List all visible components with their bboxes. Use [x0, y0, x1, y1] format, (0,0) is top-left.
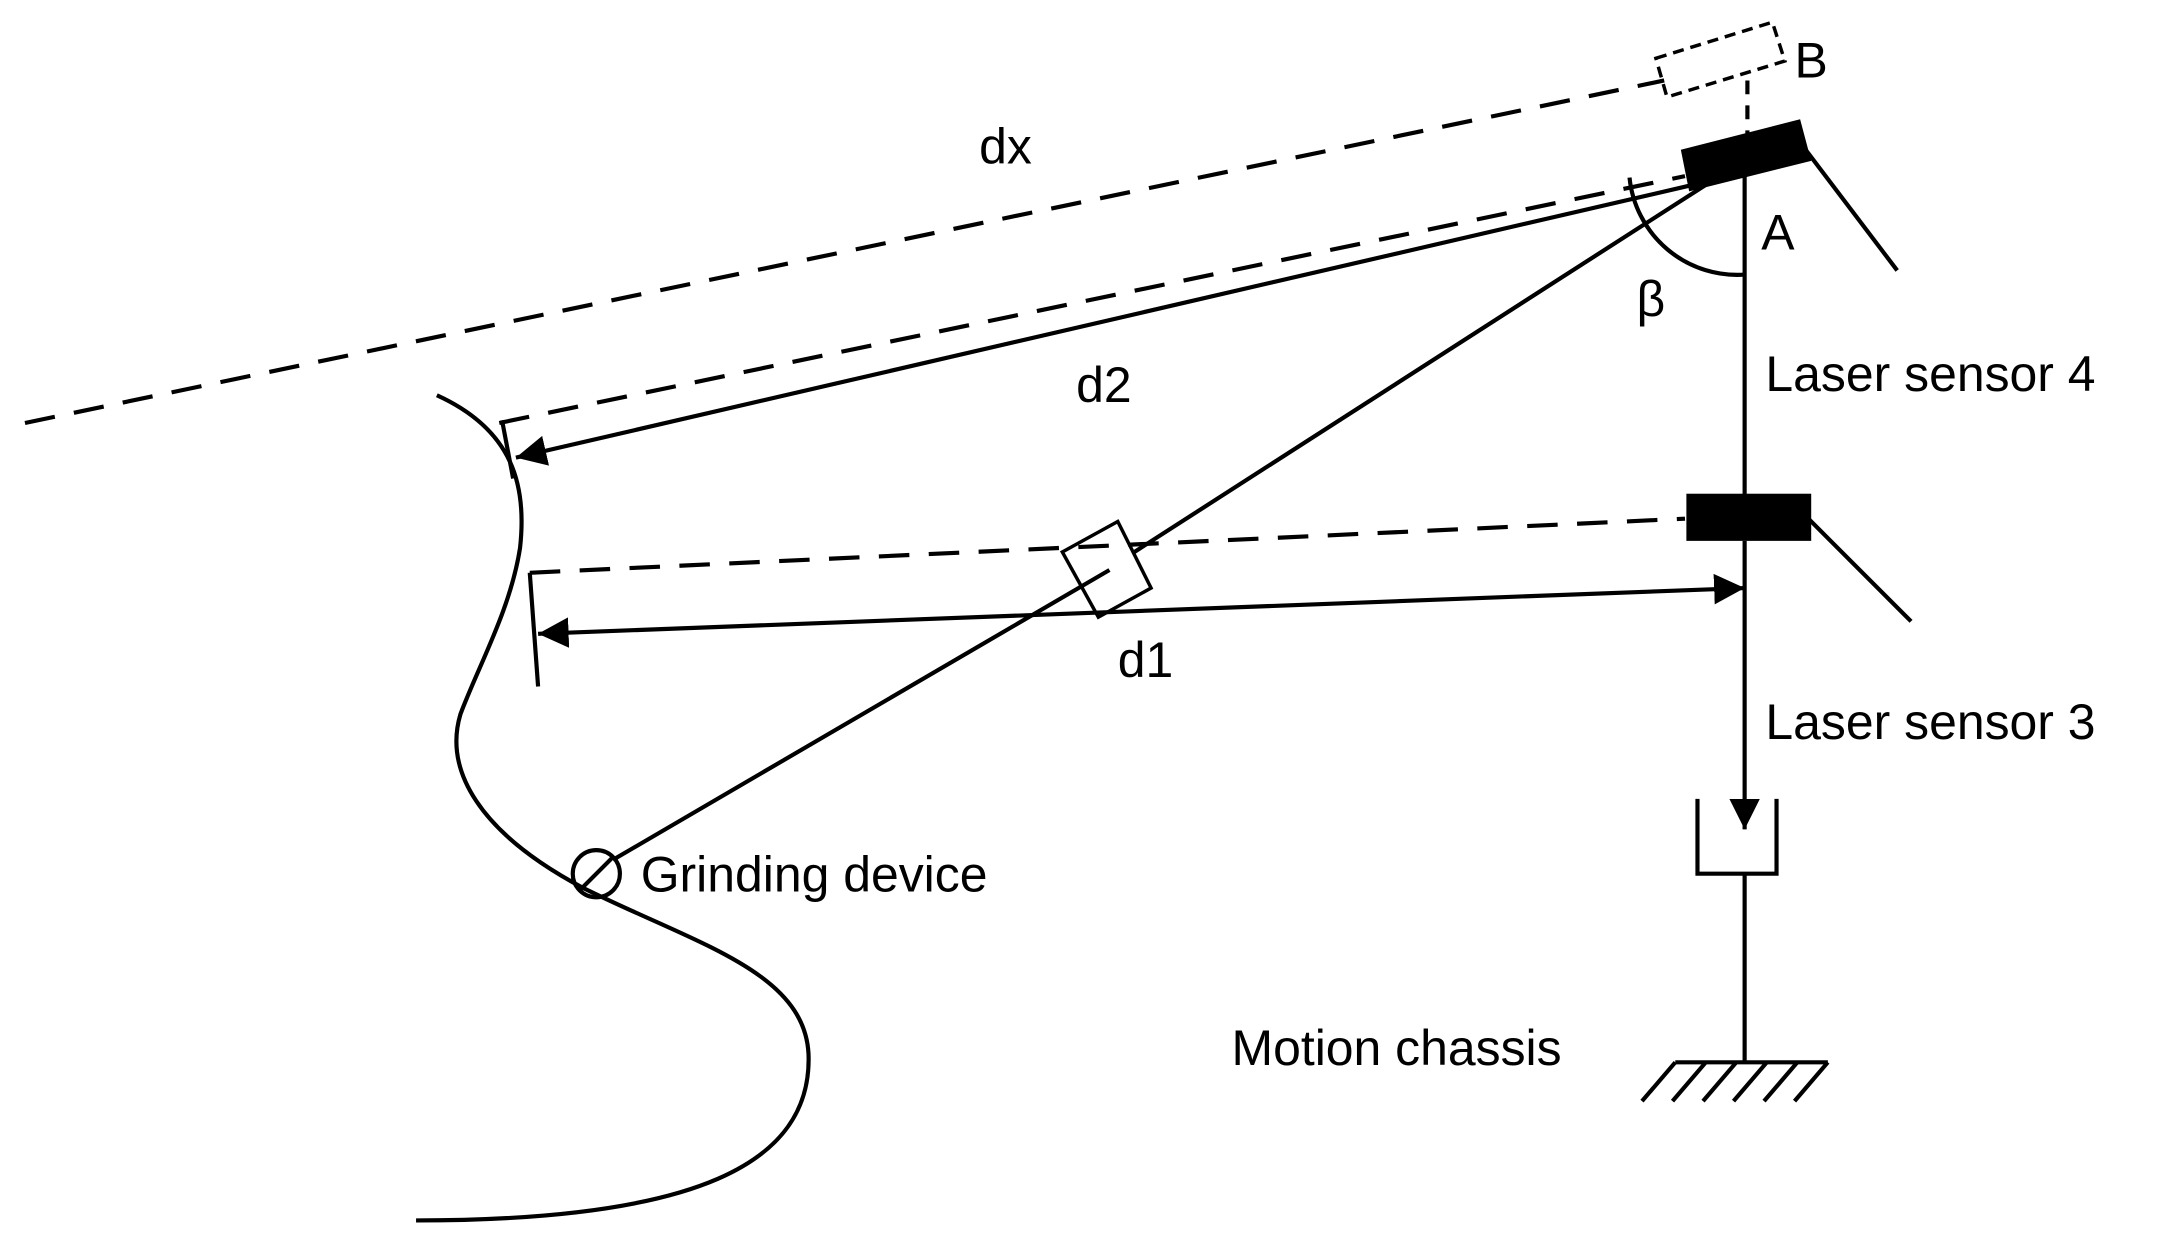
beta-angle-arc [1627, 177, 1745, 277]
label-dx: dx [979, 119, 1032, 175]
label-d2: d2 [1076, 357, 1132, 413]
d2-end-tick [499, 419, 516, 479]
cylinder-body [1695, 798, 1779, 876]
d2-dashed-line [498, 174, 1686, 426]
d2-arrow [515, 182, 1696, 466]
label-motion-chassis: Motion chassis [1232, 1020, 1562, 1076]
laser-sensor-3-block [1686, 493, 1812, 541]
dx-dashed-line [24, 78, 1665, 426]
d1-dashed-line [529, 516, 1686, 575]
label-grinding-device: Grinding device [641, 847, 988, 903]
laser-sensor-4-lead [1803, 148, 1899, 272]
label-point-b: B [1795, 33, 1828, 89]
wall-surface-curve [416, 393, 811, 1223]
label-laser-sensor-4: Laser sensor 4 [1765, 346, 2095, 402]
grinding-device-slash [578, 855, 615, 892]
label-point-a: A [1761, 205, 1795, 261]
d1-end-tick [527, 572, 541, 687]
laser-sensor-3-lead [1806, 517, 1913, 623]
label-laser-sensor-3: Laser sensor 3 [1765, 694, 2095, 750]
laser-sensor-4-block [1680, 119, 1812, 192]
ground-hatch [1640, 1060, 1830, 1103]
sensor-b-outline [1653, 20, 1788, 100]
label-beta: β [1636, 271, 1665, 327]
grinding-device-circle [570, 848, 622, 900]
d1-arrow [538, 573, 1745, 648]
grinding-tool-outline [1059, 519, 1154, 620]
label-d1: d1 [1118, 632, 1174, 688]
grinding-arm [1133, 181, 1710, 554]
